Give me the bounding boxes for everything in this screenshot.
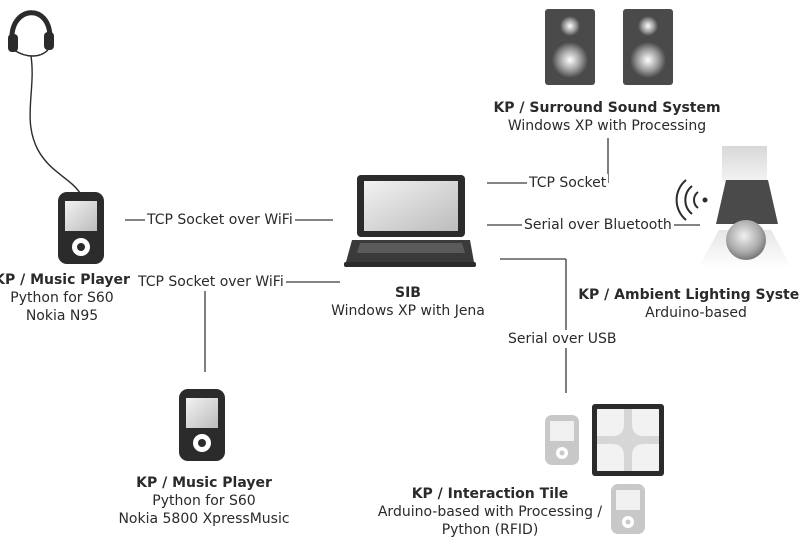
connection-label-wifi-1: TCP Socket over WiFi <box>145 211 295 229</box>
rfid-player-right-icon <box>611 484 645 534</box>
lamp-icon <box>698 146 792 268</box>
node-subtitle: Arduino-based <box>645 305 747 321</box>
node-label-surround: KP / Surround Sound System Windows XP wi… <box>493 99 720 135</box>
connection-label-usb: Serial over USB <box>506 330 619 348</box>
music-player-1-icon <box>58 192 104 264</box>
node-title: KP / Music Player <box>0 272 130 288</box>
node-title: SIB <box>395 285 421 301</box>
laptop-icon <box>344 175 476 267</box>
node-subtitle: Python for S60 <box>152 493 256 509</box>
node-subtitle: Nokia 5800 XpressMusic <box>118 511 290 527</box>
node-label-sib: SIB Windows XP with Jena <box>331 284 485 320</box>
node-label-music-player-2: KP / Music Player Python for S60 Nokia 5… <box>118 474 289 528</box>
wireless-signal-icon <box>675 179 708 221</box>
node-title: KP / Ambient Lighting System <box>578 287 800 303</box>
node-label-tile: KP / Interaction Tile Arduino-based with… <box>378 485 602 539</box>
music-player-2-icon <box>179 389 225 461</box>
node-title: KP / Music Player <box>136 475 272 491</box>
node-subtitle: Arduino-based with Processing / <box>377 504 603 520</box>
connection-label-tcp: TCP Socket <box>527 174 609 192</box>
node-label-music-player-1: KP / Music Player Python for S60 Nokia N… <box>0 271 130 325</box>
node-subtitle: Windows XP with Jena <box>331 303 485 319</box>
node-title: KP / Interaction Tile <box>411 486 569 502</box>
node-title: KP / Surround Sound System <box>493 100 721 116</box>
node-subtitle: Windows XP with Processing <box>507 118 707 134</box>
rfid-player-left-icon <box>545 415 579 465</box>
node-label-ambient: KP / Ambient Lighting System Arduino-bas… <box>578 286 800 322</box>
node-subtitle: Python (RFID) <box>441 522 539 538</box>
headphones-icon <box>8 10 81 194</box>
speaker-right-icon <box>623 9 673 85</box>
interaction-tile-icon <box>592 404 664 476</box>
node-subtitle: Python for S60 <box>10 290 114 306</box>
connection-label-wifi-2: TCP Socket over WiFi <box>136 273 286 291</box>
speaker-left-icon <box>545 9 595 85</box>
node-subtitle: Nokia N95 <box>25 308 99 324</box>
connection-label-bluetooth: Serial over Bluetooth <box>522 216 674 234</box>
